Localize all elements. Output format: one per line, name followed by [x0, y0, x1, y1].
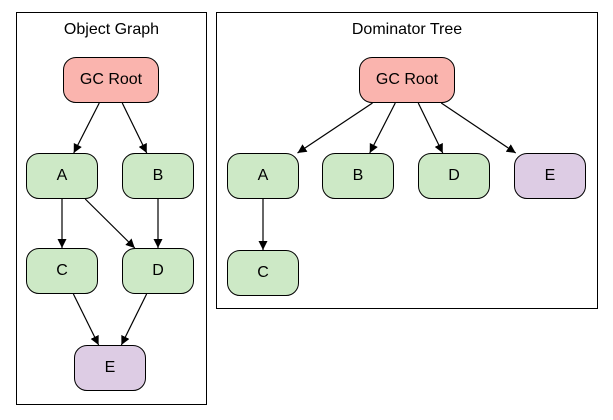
- dominator-tree-node-e: E: [514, 153, 586, 199]
- object-graph-edge: [84, 198, 136, 249]
- object-graph-node-b: B: [122, 153, 194, 199]
- object-graph-node-gc-root: GC Root: [63, 57, 159, 103]
- object-graph-node-e: E: [74, 345, 146, 391]
- object-graph-edges: [57, 102, 163, 346]
- object-graph-node-a: A: [26, 153, 98, 199]
- dominator-tree-edge: [440, 102, 517, 154]
- object-graph-edge: [72, 293, 100, 346]
- dominator-tree-edge: [369, 102, 396, 154]
- dominator-tree-title: Dominator Tree: [351, 21, 463, 38]
- dominator-tree-node-a: A: [227, 153, 299, 199]
- dominator-tree-node-c: C: [227, 250, 299, 296]
- dominator-tree-edges: [258, 102, 517, 250]
- object-graph-edge: [73, 102, 100, 154]
- dominator-tree-edge: [417, 102, 444, 154]
- object-graph-edge: [120, 293, 148, 346]
- object-graph-title: Object Graph: [63, 21, 160, 38]
- dominator-tree-node-b: B: [322, 153, 394, 199]
- object-graph-node-d: D: [122, 248, 194, 294]
- object-graph-edge: [121, 102, 148, 154]
- dominator-tree-node-d: D: [418, 153, 490, 199]
- object-graph-node-c: C: [26, 248, 98, 294]
- dominator-tree-node-gc-root: GC Root: [359, 57, 455, 103]
- dominator-tree-edge: [297, 102, 373, 154]
